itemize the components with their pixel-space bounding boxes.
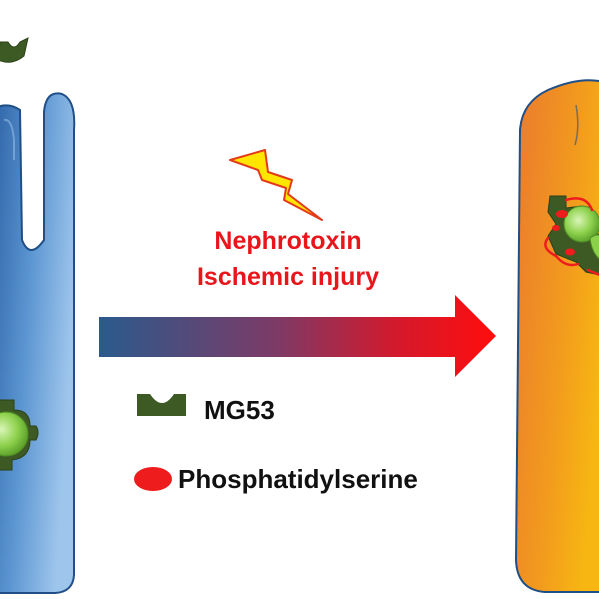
legend-mg53-icon (137, 394, 186, 416)
legend-mg53-label: MG53 (204, 395, 275, 425)
cause-label-ischemic-injury: Ischemic injury (197, 263, 379, 291)
mg53-vesicle-complex (0, 399, 39, 471)
phosphatidylserine-exposure (544, 197, 599, 277)
membrane-repair-patch (544, 195, 599, 277)
legend-phosphatidylserine-icon (134, 467, 172, 491)
phosphatidylserine-spot-2 (565, 248, 575, 256)
injured-cell-body (514, 79, 599, 593)
legend: MG53 Phosphatidylserine (134, 394, 418, 494)
phosphatidylserine-spot-3 (552, 225, 560, 231)
lightning-bolt-icon (229, 149, 323, 221)
phosphatidylserine-spot-1 (556, 210, 568, 218)
healthy-cell (0, 92, 76, 594)
legend-phosphatidylserine-label: Phosphatidylserine (178, 464, 418, 494)
repair-vesicle-fused (589, 234, 599, 260)
cause-label-nephrotoxin: Nephrotoxin (214, 227, 361, 255)
intracellular-vesicle (0, 411, 29, 457)
transition-arrow (99, 295, 496, 377)
healthy-cell-body (0, 92, 76, 594)
mg53-extracellular (0, 37, 29, 63)
repair-vesicle (563, 205, 599, 243)
injured-cell (514, 79, 599, 593)
